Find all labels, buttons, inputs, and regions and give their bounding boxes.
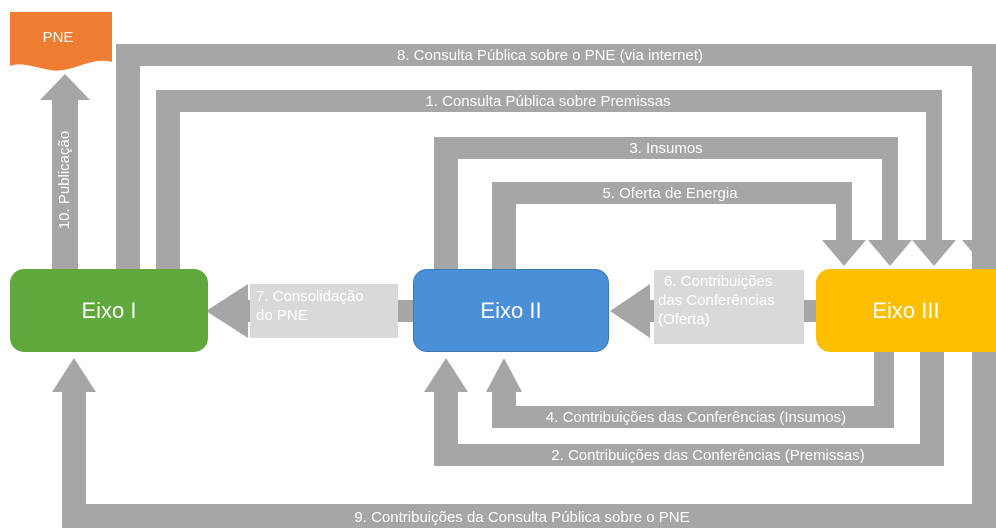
flow-10-label: 10. Publicação (56, 131, 73, 229)
arrow-3-head (868, 240, 912, 266)
flow-6-label-line: 6. Contribuições (664, 273, 773, 290)
arrow-1-path (156, 90, 942, 270)
flow-3-label: 3. Insumos (629, 140, 702, 157)
flow-7-label-plate: 7. Consolidação do PNE (250, 284, 398, 338)
arrow-10-path (52, 98, 78, 270)
node-eixo-i: Eixo I (10, 269, 208, 352)
flow-8-label: 8. Consulta Pública sobre o PNE (via int… (397, 47, 703, 64)
arrow-9-head (52, 358, 96, 392)
arrow-4-head (486, 358, 522, 392)
arrow-10-head (40, 74, 90, 100)
flow-7-label-line: do PNE (256, 307, 308, 324)
arrow-4-path (492, 350, 894, 428)
arrow-1-head (912, 240, 956, 266)
arrow-6-head (610, 284, 650, 338)
flow-6-label-plate: 6. Contribuições das Conferências (Ofert… (654, 270, 804, 344)
arrow-5-path (492, 182, 852, 270)
node-eixo-ii: Eixo II (413, 269, 609, 352)
arrow-5-head (822, 240, 866, 266)
pne-document-label: PNE (43, 29, 74, 46)
arrow-9-path (62, 350, 996, 528)
node-eixo-iii: Eixo III (816, 269, 996, 352)
pne-document-shape (10, 12, 112, 71)
flow-1-label: 1. Consulta Pública sobre Premissas (425, 93, 670, 110)
flow-7-label-line: 7. Consolidação (256, 288, 364, 305)
flow-4-label: 4. Contribuições das Conferências (Insum… (546, 409, 846, 426)
arrow-8-head (962, 240, 996, 266)
arrow-3-path (434, 137, 898, 270)
flow-6-label-line: das Conferências (658, 292, 775, 309)
flow-9-label: 9. Contribuições da Consulta Pública sob… (354, 509, 689, 526)
arrow-2-head (424, 358, 468, 392)
flow-6-label-line: (Oferta) (658, 311, 710, 328)
flow-5-label: 5. Oferta de Energia (602, 185, 738, 202)
arrow-2-path (434, 350, 944, 466)
flow-2-label: 2. Contribuições das Conferências (Premi… (551, 447, 864, 464)
arrow-7-head (206, 284, 248, 338)
